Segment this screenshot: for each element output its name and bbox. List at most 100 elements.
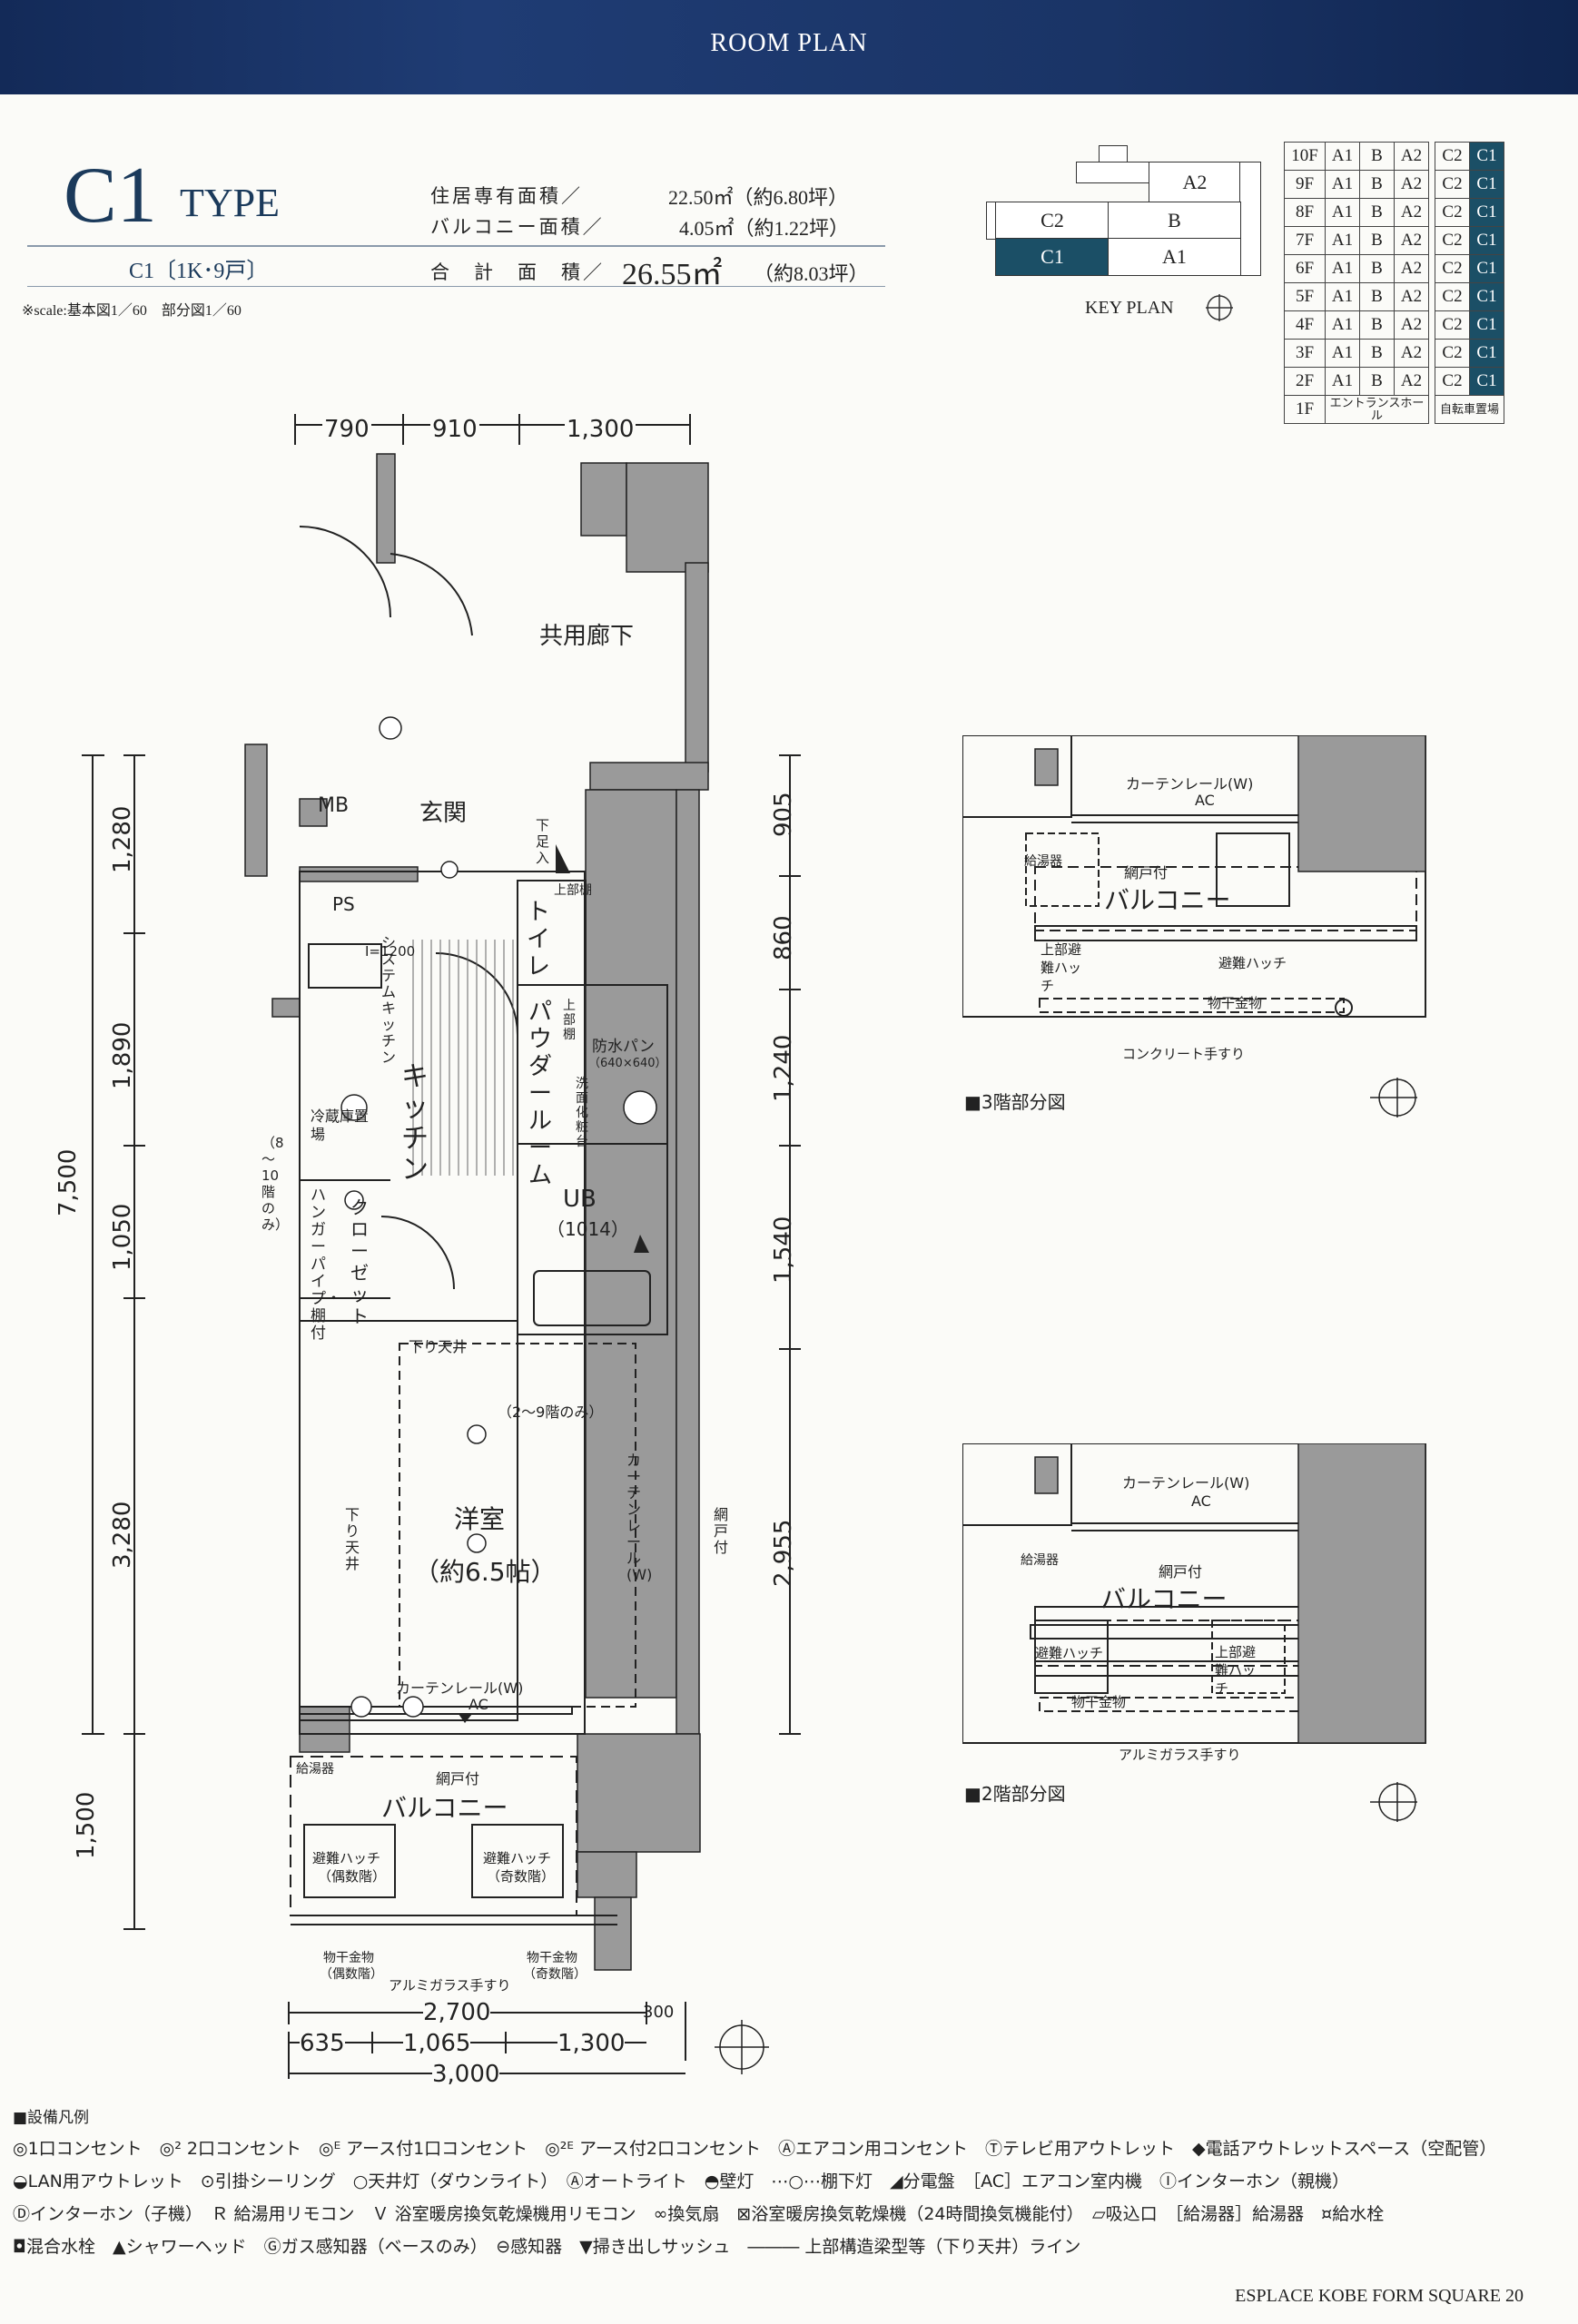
drying-even-note: （偶数階） <box>320 1967 383 1982</box>
unit-cell: A2 <box>1394 142 1429 171</box>
unit-cell: C1 <box>1469 339 1504 368</box>
unit-cell: C1 <box>1469 310 1504 340</box>
lower-ceiling-side-label: 下り天井 <box>345 1506 360 1572</box>
dim-right-5: 2,955 <box>770 1519 797 1587</box>
balcony-label: バルコニー <box>381 1793 508 1823</box>
balcony-area-value: 4.05㎡（約1.22坪） <box>679 217 850 240</box>
screen-door-bottom-label: 網戸付 <box>436 1770 480 1787</box>
water-heater-label: 給湯器 <box>296 1762 334 1777</box>
floor-gap <box>1429 283 1435 311</box>
p2-handrail: アルミガラス手すり <box>1119 1747 1241 1763</box>
total-area-value: 26.55㎡ <box>622 258 723 291</box>
unit-cell: C2 <box>1435 170 1470 199</box>
partial-plan-3f <box>962 735 1426 1018</box>
unit-cell: C2 <box>1435 282 1470 311</box>
total-area-tsubo: （約8.03坪） <box>754 262 869 285</box>
dim-bottom-2a: 635 <box>300 2030 345 2057</box>
dim-left-3: 1,050 <box>109 1203 136 1271</box>
unit-cell: B <box>1359 254 1395 283</box>
drying-odd-label: 物干金物 <box>527 1951 577 1965</box>
floor-label: 2F <box>1284 367 1326 396</box>
western-room-label: 洋室 <box>454 1504 506 1534</box>
ac-label: AC <box>468 1696 488 1713</box>
p2-balcony: バルコニー <box>1100 1584 1228 1614</box>
key-cell-a2: A2 <box>1149 162 1241 203</box>
unit-cell: B <box>1359 339 1395 368</box>
ub-size-label: （1014） <box>547 1218 629 1240</box>
unit-cell: B <box>1359 170 1395 199</box>
handrail-label: アルミガラス手すり <box>389 1977 511 1994</box>
corridor-label: 共用廊下 <box>539 623 635 650</box>
dim-left-5: 1,500 <box>73 1791 100 1859</box>
unit-cell: A2 <box>1394 198 1429 227</box>
floor-gap <box>1429 311 1435 340</box>
page-footer: ESPLACE KOBE FORM SQUARE 20 <box>1235 2286 1524 2306</box>
pan-label: 防水パン <box>592 1038 655 1056</box>
dim-right-4: 1,540 <box>770 1216 797 1284</box>
p3-title: ■3階部分図 <box>964 1091 1066 1113</box>
unit-cell: A1 <box>1325 142 1360 171</box>
legend-row-3: Ⓓインターホン（子機） Ｒ 給湯用リモコン Ｖ 浴室暖房換気乾燥機用リモコン ∞… <box>13 2204 1385 2224</box>
unit-cell: A2 <box>1394 254 1429 283</box>
p2-screen-door: 網戸付 <box>1159 1563 1203 1581</box>
unit-cell: A2 <box>1394 367 1429 396</box>
dim-bottom-extra: 300 <box>643 2003 675 2022</box>
p2-ac: AC <box>1191 1492 1211 1510</box>
dim-bottom-total: 3,000 <box>432 2061 500 2088</box>
key-cell-c2: C2 <box>995 202 1110 240</box>
unit-cell: A1 <box>1325 367 1360 396</box>
key-plan: A2 C2 B C1 A1 KEY PLAN <box>981 145 1261 327</box>
p2-water-heater: 給湯器 <box>1021 1553 1059 1568</box>
hanger-label: ハンガーパイプ・棚付 <box>311 1187 341 1343</box>
north-icon <box>1370 1078 1417 1118</box>
unit-cell: C1 <box>1469 198 1504 227</box>
dim-top-1: 790 <box>322 416 371 443</box>
unit-cell: C2 <box>1435 198 1470 227</box>
unit-cell: A1 <box>1325 198 1360 227</box>
unit-cell: C2 <box>1435 226 1470 255</box>
floor-gap <box>1429 171 1435 199</box>
ps-label: PS <box>332 893 355 915</box>
p2-upper-hatch: 上部避難ハッチ <box>1215 1644 1257 1697</box>
floor-label: 5F <box>1284 282 1326 311</box>
header-band <box>0 0 1578 94</box>
p3-upper-hatch: 上部避難ハッチ <box>1040 941 1082 994</box>
floor-label: 8F <box>1284 198 1326 227</box>
floor-label: 1F <box>1284 395 1326 424</box>
p3-screen-door: 網戸付 <box>1124 864 1169 881</box>
floor-plan <box>82 414 801 2079</box>
p2-curtain: カーテンレール(W) <box>1122 1474 1250 1492</box>
page-title: ROOM PLAN <box>710 29 868 57</box>
key-cell-b: B <box>1108 202 1241 240</box>
upper-shelf-label: 上部棚 <box>554 883 592 898</box>
floor-note-label: （8～10階のみ） <box>261 1135 290 1233</box>
p3-handrail: コンクリート手すり <box>1122 1046 1246 1062</box>
unit-cell: A2 <box>1394 226 1429 255</box>
pan-size-label: （640×640） <box>588 1057 667 1070</box>
ub-label: UB <box>563 1186 597 1213</box>
floor-label: 4F <box>1284 310 1326 340</box>
unit-cell: C1 <box>1469 226 1504 255</box>
screen-door-side-label: 網戸付 <box>714 1506 729 1556</box>
powder-shelf-label: 上部棚 <box>563 999 576 1042</box>
unit-cell: C2 <box>1435 142 1470 171</box>
unit-cell: B <box>1359 198 1395 227</box>
p3-drying: 物干金物 <box>1208 995 1263 1011</box>
western-room-size: （約6.5帖） <box>414 1557 557 1587</box>
divider <box>27 245 885 247</box>
unit-cell: C1 <box>1469 170 1504 199</box>
washstand-label: 洗面化粧台 <box>576 1077 588 1149</box>
p3-water-heater: 給湯器 <box>1024 854 1062 869</box>
curtain-rail-bottom-label: カーテンレール(W) <box>396 1679 524 1697</box>
drying-even-label: 物干金物 <box>323 1951 374 1965</box>
unit-cell: A2 <box>1394 310 1429 340</box>
key-plan-label: KEY PLAN <box>1085 298 1174 318</box>
unit-cell: A1 <box>1325 282 1360 311</box>
wall <box>580 462 627 537</box>
mb-label: MB <box>318 794 350 817</box>
dim-right-1: 905 <box>770 792 797 837</box>
